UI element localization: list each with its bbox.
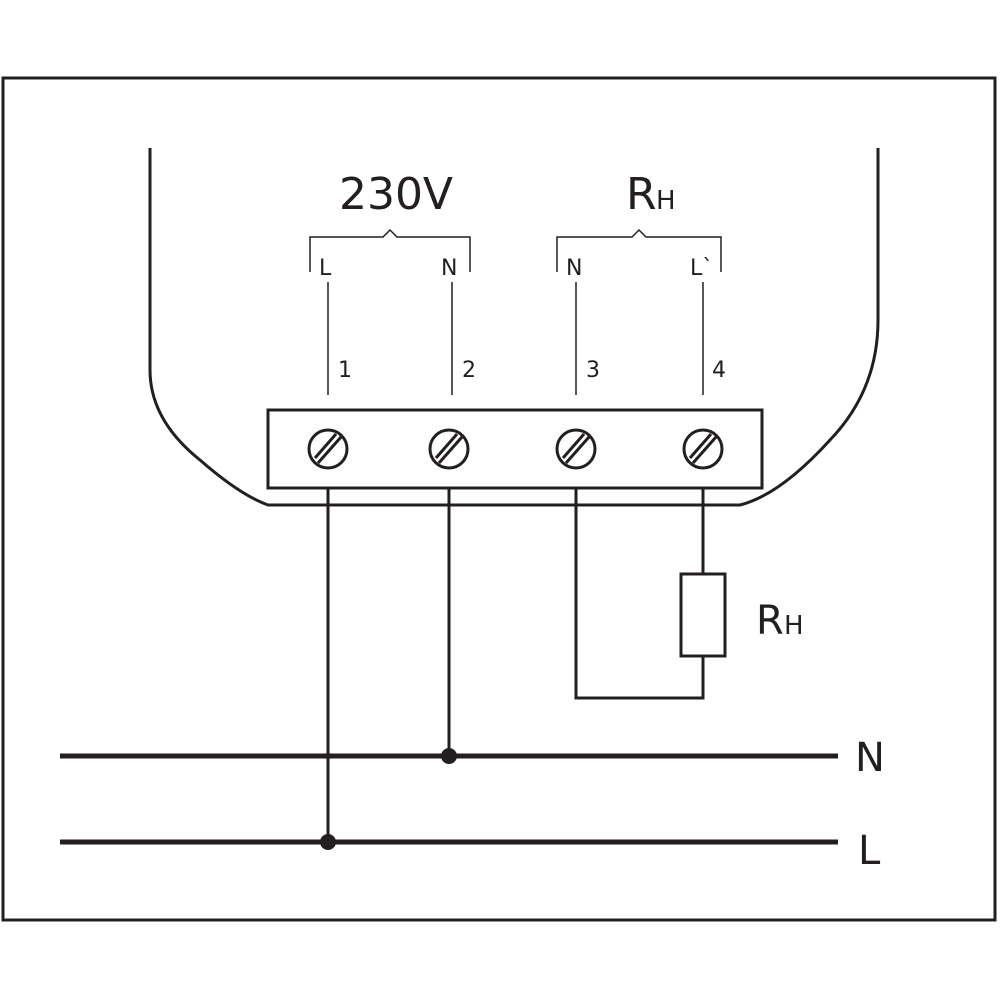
terminal-screw-3 [555,428,597,470]
device-housing [148,148,880,507]
terminal-number-3: 3 [586,358,600,383]
resistor-rh [679,572,727,658]
load-live-letter: L` [690,256,713,281]
terminal-screw-4 [682,428,724,470]
neutral-bus-label: N [855,735,885,781]
terminal-number-4: 4 [712,358,726,383]
load-label-sub: H [656,186,676,216]
load-neutral-letter: N [566,256,582,281]
terminal-block [266,408,764,490]
diagram-frame [1,76,997,922]
resistor-label-main: R [756,598,784,644]
supply-neutral-letter: N [441,256,457,281]
supply-brace [309,228,471,272]
live-bus-label: L [858,828,881,874]
resistor-label-sub: H [784,611,804,641]
supply-live-letter: L [319,256,332,281]
terminal-number-2: 2 [462,358,476,383]
terminal-screw-2 [428,428,470,470]
terminal-screw-1 [307,428,349,470]
terminal-number-1: 1 [338,358,352,383]
supply-voltage-label: 230V [339,169,453,220]
load-label-main: R [626,169,657,220]
load-brace [556,228,722,272]
wire-terminal-3-loop [574,488,705,700]
neutral-junction-dot [441,748,457,764]
live-junction-dot [320,834,336,850]
